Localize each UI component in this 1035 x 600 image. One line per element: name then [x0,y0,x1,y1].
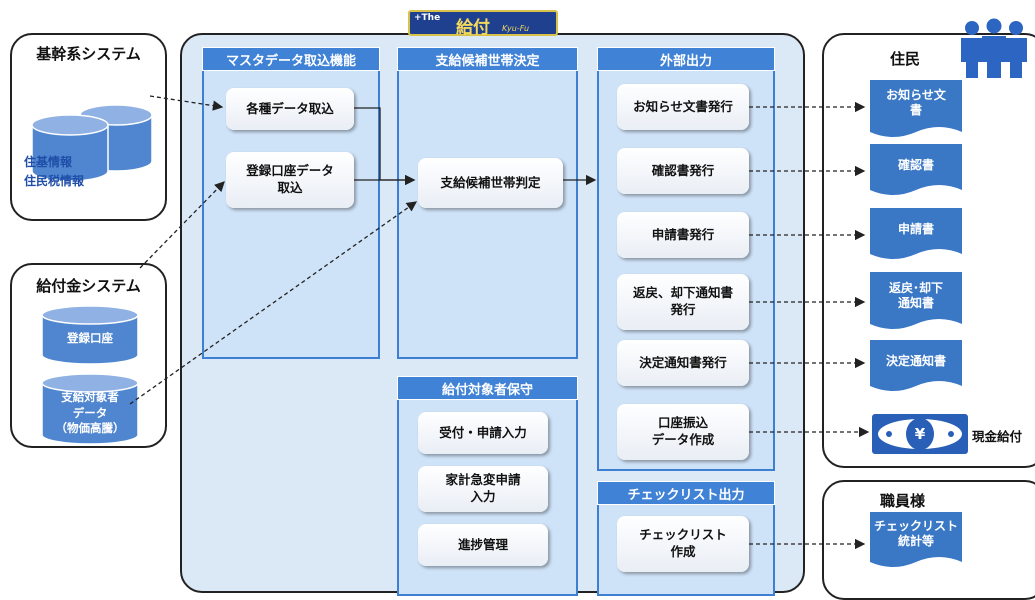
candidate-judge-button[interactable]: 支給候補世帯判定 [418,158,563,208]
import-account-button[interactable]: 登録口座データ 取込 [226,152,354,208]
sudden-change-button[interactable]: 家計急変申請 入力 [418,466,548,512]
database-icon [31,104,153,182]
db-touroku-label: 登録口座 [67,331,113,345]
cash-icon: ¥ [872,414,968,454]
logo-prefix: +The [414,13,441,23]
return-reject-button[interactable]: 返戻、却下通知書 発行 [617,274,749,330]
cash-dot-right [948,431,954,437]
doc-notice: お知らせ文 書 [886,88,946,117]
transfer-data-button[interactable]: 口座振込 データ作成 [617,404,749,460]
import-data-button[interactable]: 各種データ取込 [226,88,354,130]
decision-notice-button[interactable]: 決定通知書発行 [617,340,749,386]
progress-button[interactable]: 進捗管理 [418,524,548,566]
kikan-system-frame: 基幹系システム 住基情報 住民税情報 [10,33,167,221]
doc-application: 申請書 [897,221,934,236]
doc-checklist: チェックリスト 統計等 [873,519,958,548]
logo-sub: Kyu-Fu [502,24,530,33]
document-shapes [870,80,962,391]
candidate-decision-header: 支給候補世帯決定 [397,47,578,71]
checklist-create-button[interactable]: チェックリスト 作成 [617,516,749,572]
checklist-doc-shape [870,512,962,567]
people-icon [961,18,1027,78]
cash-label: 現金給付 [972,429,1023,444]
confirmation-issue-button[interactable]: 確認書発行 [617,148,749,194]
master-import-header: マスタデータ取込機能 [202,47,380,71]
external-output-header: 外部出力 [597,47,775,71]
doc-return-reject: 返戻･却下 通知書 [888,281,943,310]
kikan-info-juminzei: 住民税情報 [24,174,85,189]
doc-confirmation: 確認書 [897,157,934,172]
application-issue-button[interactable]: 申請書発行 [617,212,749,258]
notice-issue-button[interactable]: お知らせ文書発行 [617,84,749,130]
kikan-system-title: 基幹系システム [36,45,141,63]
kyufukin-system-frame: 給付金システム 登録口座 支給対象者 データ （物価高騰） [10,263,167,448]
jumin-title: 住民 [890,50,921,68]
kyufu-logo: +The 給付 Kyu-Fu [408,10,558,38]
kyufukin-system-title: 給付金システム [36,277,141,295]
maintenance-header: 給付対象者保守 [397,376,578,400]
checklist-header: チェックリスト出力 [597,481,775,505]
cash-dot-left [886,431,892,437]
db-shikyu-label: 支給対象者 データ （物価高騰） [55,390,125,436]
doc-decision: 決定通知書 [885,353,946,368]
kikan-info-juki: 住基情報 [24,155,73,169]
shokuin-title: 職員様 [880,492,926,510]
yen-circle: ¥ [906,418,934,450]
reception-input-button[interactable]: 受付・申請入力 [418,412,548,454]
logo-text: 給付 [456,18,490,38]
kikan-info-list: 住基情報 住民税情報 [24,153,84,191]
